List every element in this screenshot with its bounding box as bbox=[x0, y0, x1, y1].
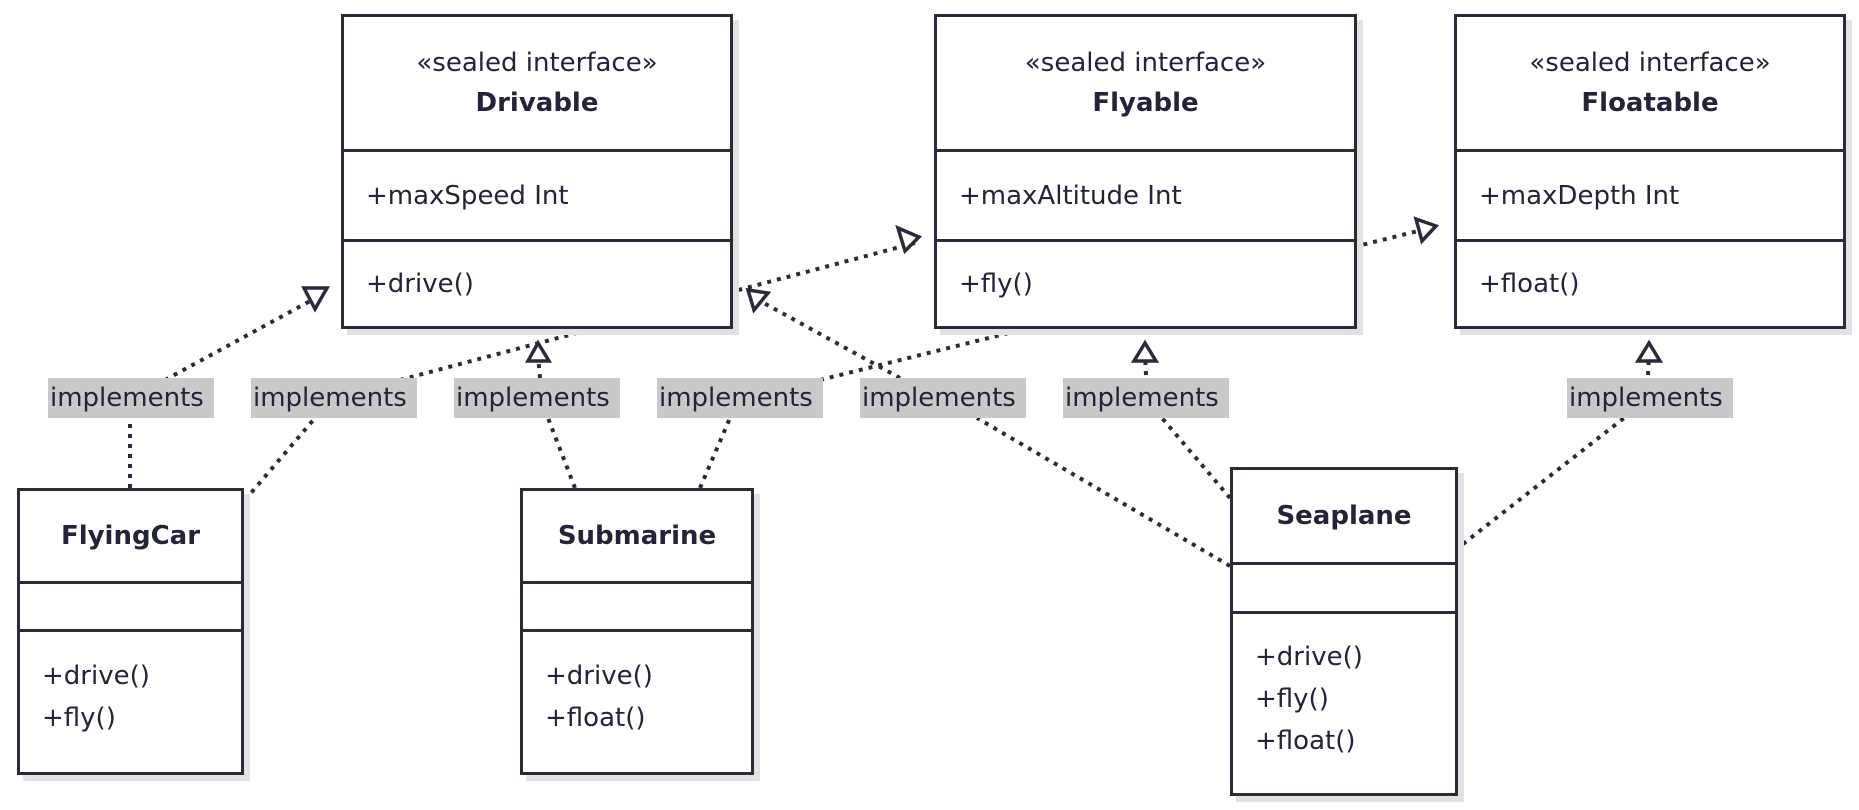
method: +float() bbox=[1255, 725, 1356, 756]
attributes-section: +maxDepth Int bbox=[1457, 149, 1843, 239]
class-header: FlyingCar bbox=[20, 491, 241, 581]
edge-submarine-drivable bbox=[536, 354, 577, 489]
class-name: Drivable bbox=[475, 88, 599, 118]
class-flyable: «sealed interface» Flyable +maxAltitude … bbox=[934, 14, 1357, 329]
method: +drive() bbox=[1255, 641, 1363, 672]
class-header: Submarine bbox=[523, 491, 751, 581]
attributes-section: +maxSpeed Int bbox=[344, 149, 730, 239]
class-name: Floatable bbox=[1581, 88, 1719, 118]
attribute: +maxAltitude Int bbox=[959, 180, 1182, 211]
class-header: Seaplane bbox=[1233, 470, 1455, 562]
arrowhead-submarine-floatable bbox=[1413, 216, 1440, 245]
method: +drive() bbox=[42, 661, 150, 691]
method: +drive() bbox=[545, 661, 653, 691]
edge-label-flyingcar-flyable: implements bbox=[251, 378, 417, 418]
class-floatable: «sealed interface» Floatable +maxDepth I… bbox=[1454, 14, 1846, 329]
method: +drive() bbox=[366, 269, 474, 299]
methods-section: +drive() +fly() +float() bbox=[1233, 611, 1455, 793]
class-seaplane: Seaplane +drive() +fly() +float() bbox=[1230, 467, 1458, 796]
arrowhead-flyingcar-drivable bbox=[301, 286, 331, 313]
edge-label-seaplane-drivable: implements bbox=[860, 378, 1026, 418]
attributes-section bbox=[523, 581, 751, 629]
class-drivable: «sealed interface» Drivable +maxSpeed In… bbox=[341, 14, 733, 329]
class-header: «sealed interface» Drivable bbox=[344, 17, 730, 149]
methods-section: +fly() bbox=[937, 239, 1354, 326]
class-name: Flyable bbox=[1092, 88, 1199, 118]
edge-label-submarine-floatable: implements bbox=[657, 378, 823, 418]
edge-flyingcar-drivable bbox=[128, 298, 313, 488]
stereotype: «sealed interface» bbox=[1024, 48, 1267, 78]
method: +fly() bbox=[959, 269, 1033, 299]
edge-label-flyingcar-drivable: implements bbox=[48, 378, 214, 418]
attributes-section bbox=[20, 581, 241, 629]
class-header: «sealed interface» Floatable bbox=[1457, 17, 1843, 149]
method: +float() bbox=[1479, 269, 1580, 299]
edge-seaplane-flyable bbox=[1143, 354, 1232, 500]
attributes-section: +maxAltitude Int bbox=[937, 149, 1354, 239]
arrowhead-seaplane-drivable bbox=[745, 287, 772, 314]
class-submarine: Submarine +drive() +float() bbox=[520, 488, 754, 775]
class-name: Submarine bbox=[557, 521, 717, 551]
class-header: «sealed interface» Flyable bbox=[937, 17, 1354, 149]
class-name: FlyingCar bbox=[60, 521, 201, 551]
method: +fly() bbox=[42, 703, 116, 733]
methods-section: +drive() +float() bbox=[523, 629, 751, 772]
edge-label-submarine-drivable: implements bbox=[454, 378, 620, 418]
stereotype: «sealed interface» bbox=[1529, 48, 1771, 78]
edge-flyingcar-flyable bbox=[243, 241, 916, 502]
arrowhead-flyingcar-flyable bbox=[895, 224, 923, 255]
attributes-section bbox=[1233, 562, 1455, 611]
arrowhead-submarine-drivable bbox=[525, 339, 553, 363]
stereotype: «sealed interface» bbox=[416, 48, 658, 78]
attribute: +maxSpeed Int bbox=[366, 180, 569, 211]
edge-seaplane-floatable bbox=[1461, 354, 1651, 546]
method: +float() bbox=[545, 703, 646, 733]
edge-label-seaplane-flyable: implements bbox=[1063, 378, 1229, 418]
arrowhead-seaplane-flyable bbox=[1130, 339, 1160, 363]
methods-section: +drive() +fly() bbox=[20, 629, 241, 772]
class-flyingcar: FlyingCar +drive() +fly() bbox=[17, 488, 244, 775]
method: +fly() bbox=[1255, 683, 1329, 714]
edge-seaplane-drivable bbox=[761, 300, 1232, 568]
arrowhead-seaplane-floatable bbox=[1634, 339, 1664, 363]
class-name: Seaplane bbox=[1276, 501, 1412, 531]
methods-section: +float() bbox=[1457, 239, 1843, 326]
methods-section: +drive() bbox=[344, 239, 730, 326]
attribute: +maxDepth Int bbox=[1479, 180, 1680, 211]
edge-label-seaplane-floatable: implements bbox=[1567, 378, 1733, 418]
